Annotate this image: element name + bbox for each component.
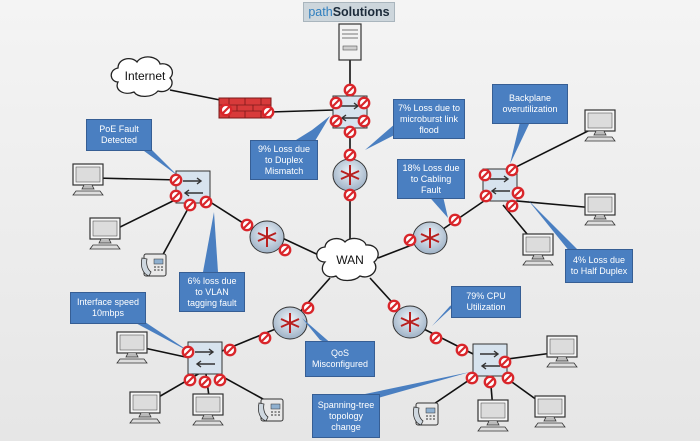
- fault-marker-icon: [403, 233, 417, 247]
- fault-marker-icon: [455, 343, 469, 357]
- pc-icon: [584, 193, 616, 226]
- fault-marker-icon: [169, 189, 183, 203]
- callout-half-duplex: 4% Loss due to Half Duplex: [565, 249, 633, 283]
- callout-microburst: 7% Loss due to microburst link flood: [393, 99, 465, 139]
- fault-marker-icon: [498, 355, 512, 369]
- fault-marker-icon: [387, 299, 401, 313]
- fault-marker-icon: [183, 373, 197, 387]
- callout-qos: QoS Misconfigured: [305, 341, 375, 377]
- internet-cloud: [110, 56, 174, 98]
- fault-marker-icon: [278, 243, 292, 257]
- pc-icon: [546, 335, 578, 368]
- fault-marker-icon: [258, 331, 272, 345]
- fault-marker-icon: [479, 189, 493, 203]
- fault-marker-icon: [219, 103, 233, 117]
- fault-marker-icon: [478, 168, 492, 182]
- pc-icon: [522, 233, 554, 266]
- fault-marker-icon: [181, 345, 195, 359]
- callout-spanning-tree: Spanning-tree topology change: [312, 394, 380, 438]
- fault-marker-icon: [343, 83, 357, 97]
- fault-marker-icon: [511, 186, 525, 200]
- fault-marker-icon: [429, 331, 443, 345]
- callout-cpu-utilization: 79% CPU Utilization: [451, 286, 521, 318]
- callout-poe-fault: PoE Fault Detected: [86, 119, 152, 151]
- internet-label: Internet: [124, 69, 166, 83]
- ip-phone-icon: [412, 402, 439, 426]
- server-icon: [338, 23, 362, 61]
- wan-cloud: [316, 237, 379, 282]
- fault-marker-icon: [505, 199, 519, 213]
- fault-marker-icon: [505, 163, 519, 177]
- fault-marker-icon: [357, 96, 371, 110]
- router-icon: [412, 221, 448, 255]
- callout-vlan-tagging: 6% loss due to VLAN tagging fault: [179, 272, 245, 312]
- pc-icon: [72, 163, 104, 196]
- fault-marker-icon: [343, 148, 357, 162]
- router-icon: [272, 306, 308, 340]
- fault-marker-icon: [343, 125, 357, 139]
- ip-phone-icon: [257, 398, 284, 422]
- fault-marker-icon: [261, 105, 275, 119]
- fault-marker-icon: [329, 114, 343, 128]
- fault-marker-icon: [183, 198, 197, 212]
- callout-duplex-mismatch: 9% Loss due to Duplex Mismatch: [250, 140, 318, 180]
- fault-marker-icon: [240, 218, 254, 232]
- fault-marker-icon: [198, 375, 212, 389]
- fault-marker-icon: [357, 114, 371, 128]
- fault-marker-icon: [213, 373, 227, 387]
- pc-icon: [584, 109, 616, 142]
- fault-marker-icon: [329, 96, 343, 110]
- ip-phone-icon: [140, 253, 167, 277]
- wan-label: WAN: [336, 253, 364, 267]
- pc-icon: [89, 217, 121, 250]
- fault-marker-icon: [483, 375, 497, 389]
- pc-icon: [129, 391, 161, 424]
- fault-marker-icon: [343, 188, 357, 202]
- pc-icon: [192, 393, 224, 426]
- router-icon: [332, 158, 368, 192]
- fault-marker-icon: [169, 173, 183, 187]
- callout-backplane: Backplane overutilization: [492, 84, 568, 124]
- fault-marker-icon: [301, 301, 315, 315]
- pc-icon: [534, 395, 566, 428]
- fault-marker-icon: [223, 343, 237, 357]
- callout-cabling-fault: 18% Loss due to Cabling Fault: [397, 159, 465, 199]
- fault-marker-icon: [501, 371, 515, 385]
- pc-icon: [116, 331, 148, 364]
- fault-marker-icon: [465, 371, 479, 385]
- pathsolutions-logo: pathSolutions: [303, 2, 395, 22]
- callout-interface-speed: Interface speed 10mbps: [70, 292, 146, 324]
- pc-icon: [477, 399, 509, 432]
- fault-marker-icon: [448, 213, 462, 227]
- switch-icon: [187, 341, 223, 375]
- fault-marker-icon: [199, 195, 213, 209]
